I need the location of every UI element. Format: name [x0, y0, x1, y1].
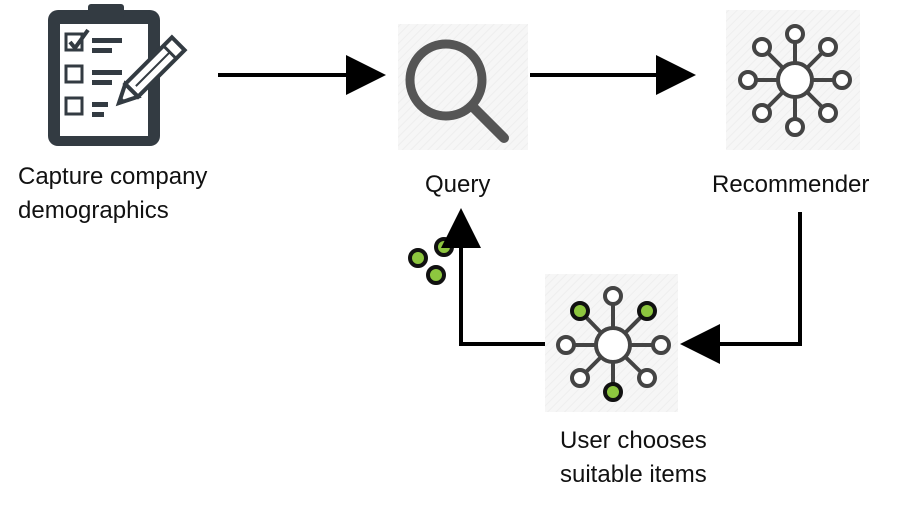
capture-label-line1: Capture company	[18, 163, 208, 190]
network-hub-selected-icon	[545, 274, 678, 412]
capture-label-line2: demographics	[18, 197, 169, 224]
user-choice-label-line2: suitable items	[560, 461, 707, 488]
network-hub-icon	[726, 10, 860, 150]
clipboard-checklist-icon	[48, 4, 188, 146]
arrow-user-to-query	[441, 208, 545, 346]
user-choice-label-line1: User chooses	[560, 427, 707, 454]
magnifier-icon	[398, 24, 528, 150]
recommender-label: Recommender	[712, 171, 870, 198]
user-choice-label: User chooses suitable items	[560, 424, 707, 492]
capture-label: Capture company demographics	[18, 160, 207, 228]
green-dots-icon	[408, 237, 454, 285]
arrow-recommender-to-user	[680, 212, 802, 364]
query-label: Query	[425, 171, 491, 198]
